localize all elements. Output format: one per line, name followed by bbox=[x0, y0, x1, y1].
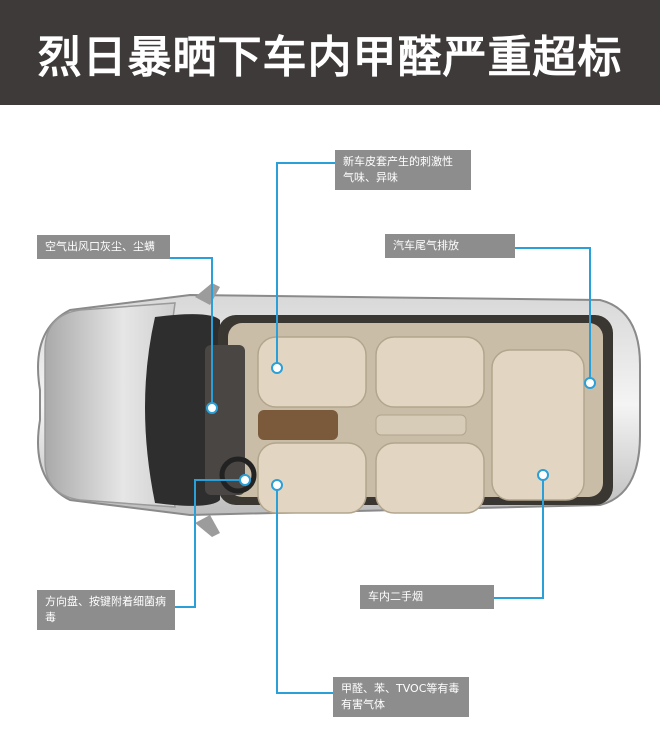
marker-dots bbox=[206, 362, 596, 491]
label-formaldehyde: 甲醛、苯、TVOC等有毒有害气体 bbox=[333, 677, 469, 717]
label-exhaust: 汽车尾气排放 bbox=[385, 234, 515, 258]
label-leather-odor: 新车皮套产生的刺激性气味、异味 bbox=[335, 150, 471, 190]
leader-lines bbox=[170, 162, 591, 694]
label-smoke: 车内二手烟 bbox=[360, 585, 494, 609]
car-illustration bbox=[37, 162, 641, 694]
title-banner: 烈日暴晒下车内甲醛严重超标 bbox=[0, 0, 660, 105]
page-title: 烈日暴晒下车内甲醛严重超标 bbox=[37, 31, 623, 83]
center-console bbox=[258, 410, 338, 440]
label-steering: 方向盘、按键附着细菌病毒 bbox=[37, 590, 175, 630]
left-mirror bbox=[195, 283, 220, 305]
car-diagram-area: 新车皮套产生的刺激性气味、异味 空气出风口灰尘、尘螨 汽车尾气排放 方向盘、按键… bbox=[0, 105, 660, 749]
seats bbox=[257, 336, 585, 514]
steering-wheel bbox=[219, 456, 257, 494]
right-mirror bbox=[195, 515, 220, 537]
windshield bbox=[145, 314, 220, 506]
label-ac-vent: 空气出风口灰尘、尘螨 bbox=[37, 235, 170, 259]
